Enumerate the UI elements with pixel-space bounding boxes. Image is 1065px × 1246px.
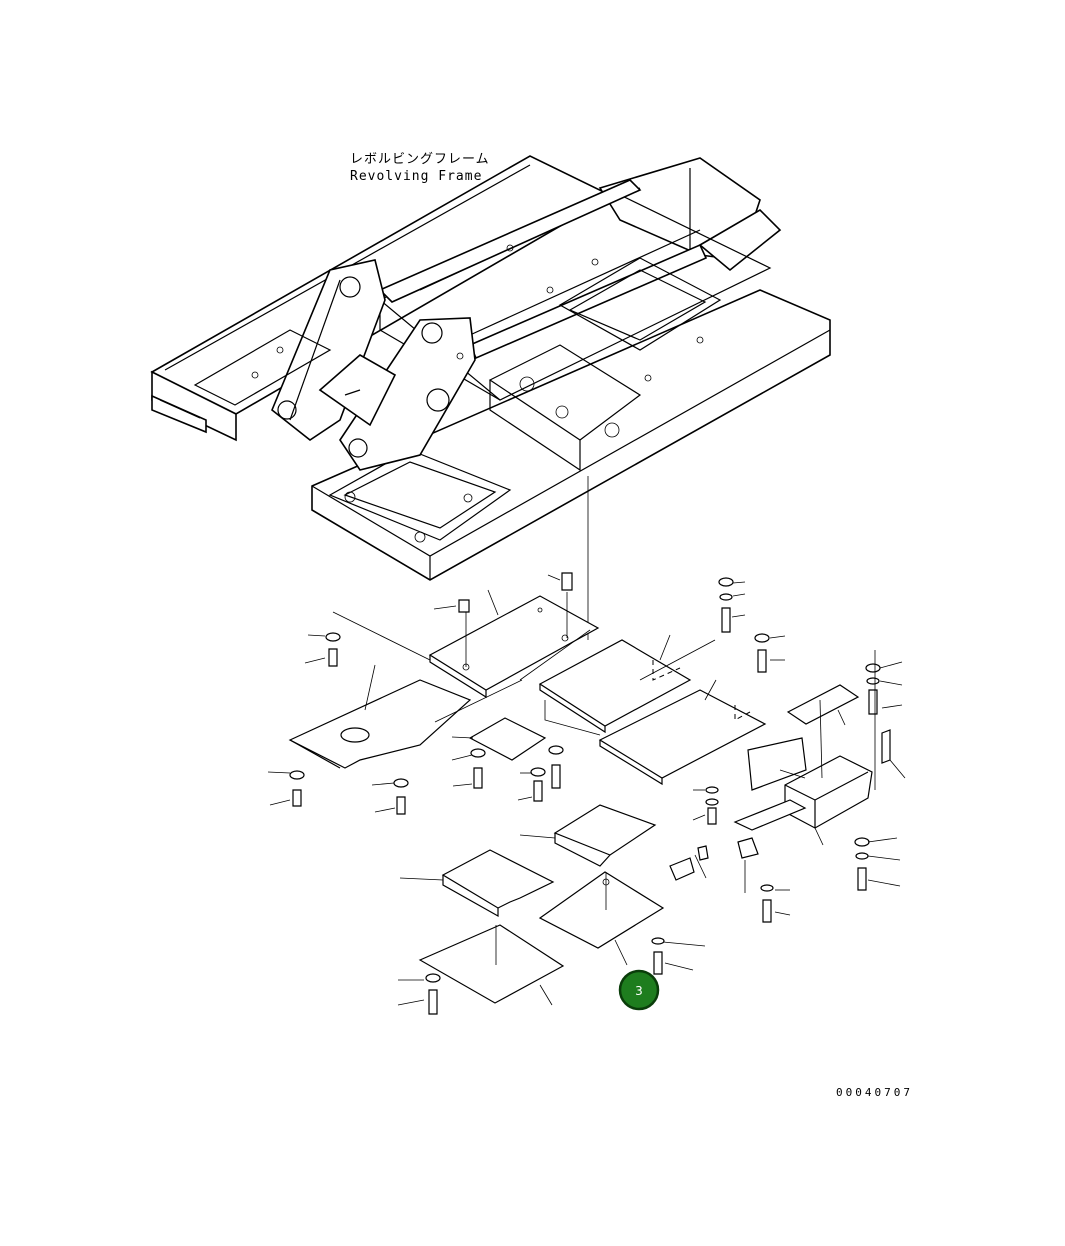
callout-3[interactable]: 3 [618, 969, 660, 1011]
drawing-code: 00040707 [836, 1086, 913, 1099]
revolving-frame [150, 155, 831, 640]
callout-circle[interactable] [618, 969, 660, 1011]
fasteners [289, 577, 881, 1015]
leader-lines [267, 574, 906, 1006]
callout-number[interactable]: 3 [635, 984, 643, 998]
frame-label-japanese: レボルビングフレーム [350, 152, 490, 167]
cover-plates [288, 572, 891, 1004]
frame-label-english: Revolving Frame [350, 169, 482, 184]
